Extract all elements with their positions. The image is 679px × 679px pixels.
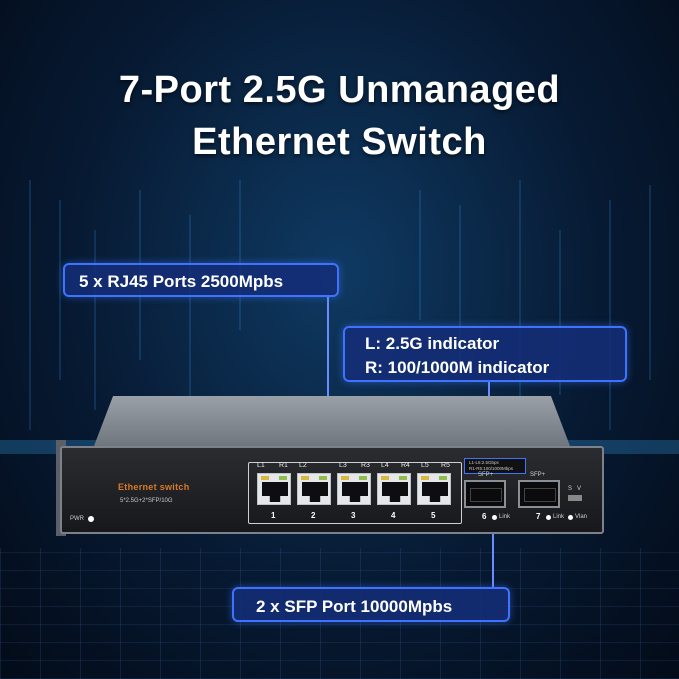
headline-line-1: 7-Port 2.5G Unmanaged — [118, 69, 561, 111]
model-label: 5*2.5G+2*SFP/10G — [120, 498, 173, 504]
power-led-icon — [88, 516, 94, 522]
port-number: 3 — [351, 511, 356, 520]
led-label: L5 — [421, 462, 429, 469]
sfp-label: SFP+ — [478, 472, 494, 478]
indicator-legend-box: L1-L5:2.5Gbps R1-R5:100/1000Mbps — [464, 458, 526, 474]
link-label: Link — [499, 514, 511, 520]
indicator-legend-1: L1-L5:2.5Gbps — [469, 460, 499, 465]
headline-line-2: Ethernet Switch — [192, 121, 487, 163]
led-label: R3 — [361, 462, 370, 469]
rj45-port-group: L1 R1 L2 L3 R3 L4 R4 L5 R5 1 2 3 4 5 — [248, 462, 462, 524]
rj45-port-5 — [417, 473, 451, 505]
rj45-callout: 5 x RJ45 Ports 2500Mpbs — [63, 263, 339, 297]
led-label: L4 — [381, 462, 389, 469]
vlan-led-icon — [568, 515, 573, 520]
switch-front-panel: Ethernet switch 5*2.5G+2*SFP/10G PWR L1 … — [60, 446, 604, 534]
port-number: 1 — [271, 511, 276, 520]
port-number: 4 — [391, 511, 396, 520]
switch-top-lid — [94, 396, 570, 446]
rj45-leader-line — [327, 297, 329, 457]
brand-label: Ethernet switch — [118, 482, 190, 492]
ethernet-switch-device: Ethernet switch 5*2.5G+2*SFP/10G PWR L1 … — [56, 396, 608, 538]
led-label: R1 — [279, 462, 288, 469]
sfp-port-7 — [518, 480, 560, 508]
indicator-r-text: R: 100/1000M indicator — [365, 358, 550, 377]
indicator-legend-2: R1-R5:100/1000Mbps — [469, 466, 514, 471]
sfp-number: 7 — [536, 512, 541, 521]
link-label: Link — [553, 514, 565, 520]
sfp-port-6 — [464, 480, 506, 508]
link-led-icon — [546, 515, 551, 520]
sfp-leader-line — [492, 528, 494, 588]
sfp-number: 6 — [482, 512, 487, 521]
vlan-label: Vlan — [575, 514, 588, 520]
rj45-port-1 — [257, 473, 291, 505]
rj45-port-4 — [377, 473, 411, 505]
indicator-l-text: L: 2.5G indicator — [365, 334, 500, 353]
rj45-port-3 — [337, 473, 371, 505]
port-number: 2 — [311, 511, 316, 520]
link-led-icon — [492, 515, 497, 520]
led-label: L2 — [299, 462, 307, 469]
indicator-callout: L: 2.5G indicator R: 100/1000M indicator — [343, 326, 627, 382]
vlan-toggle-switch — [568, 495, 582, 501]
switch-s-label: S — [568, 486, 573, 492]
led-label: R4 — [401, 462, 410, 469]
led-label: R5 — [441, 462, 450, 469]
switch-v-label: V — [577, 486, 582, 492]
port-number: 5 — [431, 511, 436, 520]
led-label: L1 — [257, 462, 265, 469]
led-label: L3 — [339, 462, 347, 469]
sfp-label: SFP+ — [530, 472, 546, 478]
rj45-port-2 — [297, 473, 331, 505]
pwr-label: PWR — [70, 516, 84, 522]
sfp-callout: 2 x SFP Port 10000Mpbs — [232, 587, 510, 622]
